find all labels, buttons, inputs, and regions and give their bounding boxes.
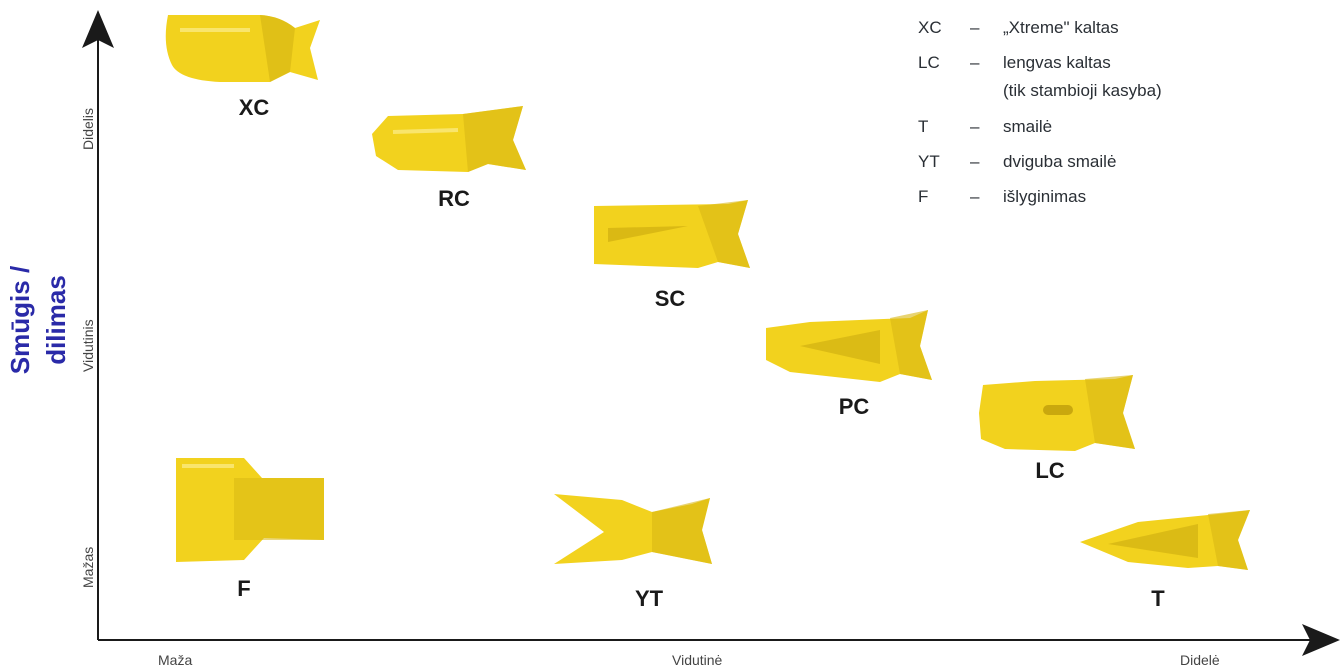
tool-yt-label: YT	[634, 586, 664, 611]
legend-code: LC	[918, 53, 940, 72]
tool-t-label: T	[1151, 586, 1165, 611]
y-axis-title: Smūgis / dilimas	[5, 265, 71, 375]
tool-xc-label: XC	[238, 95, 270, 120]
tool-lc-label: LC	[1035, 458, 1065, 483]
tool-sc-image	[594, 200, 750, 268]
legend-dash: –	[970, 18, 980, 37]
tool-t-image	[1080, 510, 1250, 570]
tool-f-label: F	[237, 576, 251, 601]
y-tick-high: Didelis	[80, 107, 96, 150]
x-tick-medium: Vidutinė	[672, 652, 723, 668]
tool-xc-image	[165, 15, 320, 82]
y-tick-low: Mažas	[80, 546, 96, 588]
legend-desc: išlyginimas	[1003, 187, 1087, 206]
legend-code: T	[918, 117, 929, 136]
tool-yt-image	[554, 494, 712, 564]
legend-desc-line1: lengvas kaltas	[1003, 53, 1111, 72]
legend-desc: lengvas kaltas (tik stambioji kasyba)	[1003, 49, 1162, 105]
legend-dash: –	[970, 53, 980, 72]
tool-pc-image	[766, 310, 932, 382]
legend-desc: dviguba smailė	[1003, 152, 1117, 171]
y-axis-arrow	[82, 10, 114, 48]
legend-code: XC	[918, 18, 942, 37]
x-tick-low: Maža	[158, 652, 193, 668]
legend-dash: –	[970, 117, 980, 136]
legend-dash: –	[970, 187, 980, 206]
legend-code: F	[918, 187, 929, 206]
legend-code: YT	[918, 152, 940, 171]
tool-rc-image	[372, 106, 526, 172]
legend-desc: „Xtreme" kaltas	[1003, 18, 1119, 37]
x-tick-high: Didelė	[1180, 652, 1220, 668]
legend-desc: smailė	[1003, 117, 1053, 136]
x-axis-arrow	[1302, 624, 1340, 656]
tool-f-image	[176, 458, 324, 562]
y-tick-medium: Vidutinis	[80, 319, 96, 372]
legend-desc-line2: (tik stambioji kasyba)	[1003, 81, 1162, 100]
legend-dash: –	[970, 152, 980, 171]
tool-lc-image	[979, 375, 1135, 451]
tool-rc-label: RC	[438, 186, 470, 211]
tool-pc-label: PC	[838, 394, 870, 419]
tool-sc-label: SC	[654, 286, 686, 311]
